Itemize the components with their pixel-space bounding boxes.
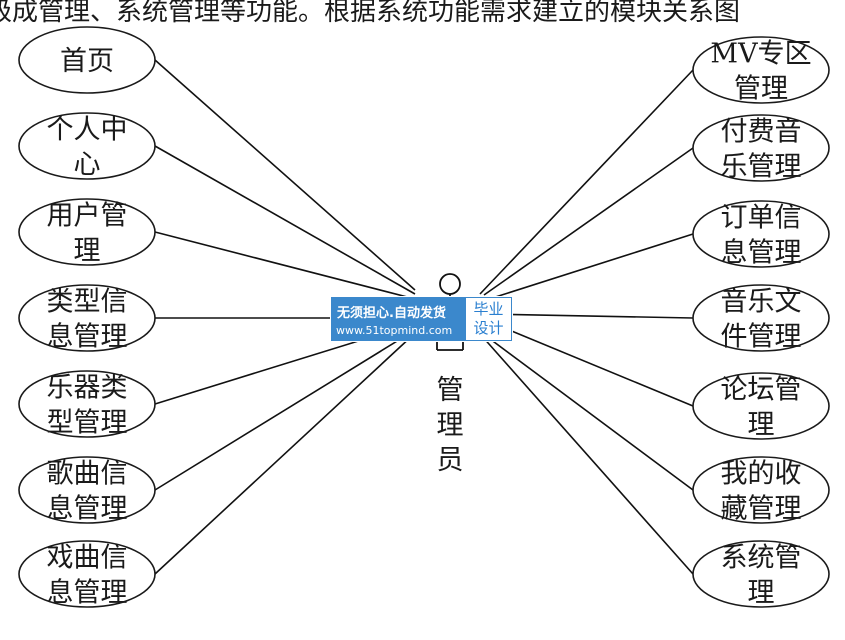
use-case-ellipse bbox=[18, 112, 156, 180]
use-case-label: 付费音 bbox=[721, 117, 802, 148]
use-case-label: 订单信 bbox=[721, 203, 802, 234]
use-case-label: 理 bbox=[748, 410, 775, 441]
use-cases: 首页个人中心用户管理类型信息管理乐器类型管理歌曲信息管理戏曲信息管理MV专区管理… bbox=[18, 26, 830, 609]
association-lines bbox=[154, 59, 694, 575]
watermark-logo: 毕业 设计 bbox=[466, 298, 511, 340]
use-case-label: 论坛管 bbox=[721, 375, 802, 406]
link-forum-management bbox=[484, 319, 694, 407]
link-order-info-management bbox=[485, 233, 694, 301]
top-cropped-text: 级成管理、系统管理等功能。根据系统功能需求建立的模块关系图 bbox=[0, 0, 740, 27]
link-mv-zone-management bbox=[479, 69, 694, 295]
use-case-label: 个人中 bbox=[47, 115, 128, 146]
use-case-label: 型管理 bbox=[47, 408, 128, 439]
use-case-label: 音乐文 bbox=[721, 287, 802, 318]
actor-head bbox=[439, 273, 461, 295]
use-case-label: 管理 bbox=[734, 74, 788, 105]
link-personal-center bbox=[154, 145, 416, 295]
actor-label-line-1: 管 bbox=[437, 375, 464, 406]
use-case-label: 心 bbox=[74, 150, 101, 181]
use-case-label: MV专区 bbox=[710, 39, 811, 70]
use-case-label: 理 bbox=[74, 236, 101, 267]
use-case-ellipse bbox=[18, 284, 156, 352]
watermark-logo-line-1: 毕业 bbox=[473, 300, 504, 318]
use-case-ellipse bbox=[18, 26, 156, 94]
use-case-system-management: 系统管理 bbox=[692, 540, 830, 609]
link-home bbox=[154, 59, 416, 291]
use-case-ellipse bbox=[18, 456, 156, 524]
use-case-label: 乐管理 bbox=[721, 152, 802, 183]
use-case-label: 系统管 bbox=[721, 543, 802, 574]
use-case-label: 息管理 bbox=[47, 578, 128, 609]
use-case-label: 类型信 bbox=[47, 287, 128, 318]
link-paid-music-management bbox=[483, 147, 694, 296]
use-case-label: 息管理 bbox=[721, 238, 802, 269]
use-case-home: 首页 bbox=[18, 26, 156, 94]
link-system-management bbox=[472, 325, 694, 575]
link-my-favorites-management bbox=[477, 329, 694, 491]
use-case-ellipse bbox=[18, 198, 156, 266]
use-case-label: 用户管 bbox=[47, 201, 128, 232]
watermark-badge: 无须担心.自动发货 www.51topmind.com 毕业 设计 bbox=[330, 296, 513, 342]
use-case-ellipse bbox=[692, 36, 830, 104]
use-case-ellipse bbox=[692, 540, 830, 608]
use-case-label: 息管理 bbox=[47, 494, 128, 525]
use-case-ellipse bbox=[692, 372, 830, 440]
actor-label-line-3: 员 bbox=[437, 445, 464, 476]
use-case-label: 首页 bbox=[60, 46, 114, 77]
use-case-ellipse bbox=[18, 370, 156, 438]
use-case-label: 戏曲信 bbox=[47, 543, 128, 574]
link-opera-info-management bbox=[154, 309, 441, 575]
use-case-ellipse bbox=[692, 456, 830, 524]
watermark-logo-line-2: 设计 bbox=[473, 319, 504, 337]
use-case-label: 息管理 bbox=[47, 322, 128, 353]
use-case-ellipse bbox=[18, 540, 156, 608]
actor-administrator: 管 理 员 bbox=[436, 273, 464, 476]
link-user-management bbox=[154, 231, 416, 300]
watermark-url: www.51topmind.com bbox=[336, 324, 453, 337]
use-case-label: 乐器类 bbox=[47, 373, 128, 404]
use-case-ellipse bbox=[692, 114, 830, 182]
watermark-text: 无须担心.自动发货 www.51topmind.com bbox=[331, 297, 465, 341]
actor-label-line-2: 理 bbox=[437, 410, 464, 441]
watermark-line-1: 无须担心.自动发货 bbox=[337, 306, 446, 321]
use-case-label: 理 bbox=[748, 578, 775, 609]
use-case-label: 件管理 bbox=[721, 322, 802, 353]
use-case-label: 歌曲信 bbox=[47, 459, 128, 490]
use-case-label: 藏管理 bbox=[721, 494, 802, 525]
use-case-ellipse bbox=[692, 200, 830, 268]
link-music-file-management bbox=[484, 313, 694, 319]
link-song-info-management bbox=[154, 326, 421, 491]
use-case-ellipse bbox=[692, 284, 830, 352]
use-case-label: 我的收 bbox=[721, 459, 802, 490]
